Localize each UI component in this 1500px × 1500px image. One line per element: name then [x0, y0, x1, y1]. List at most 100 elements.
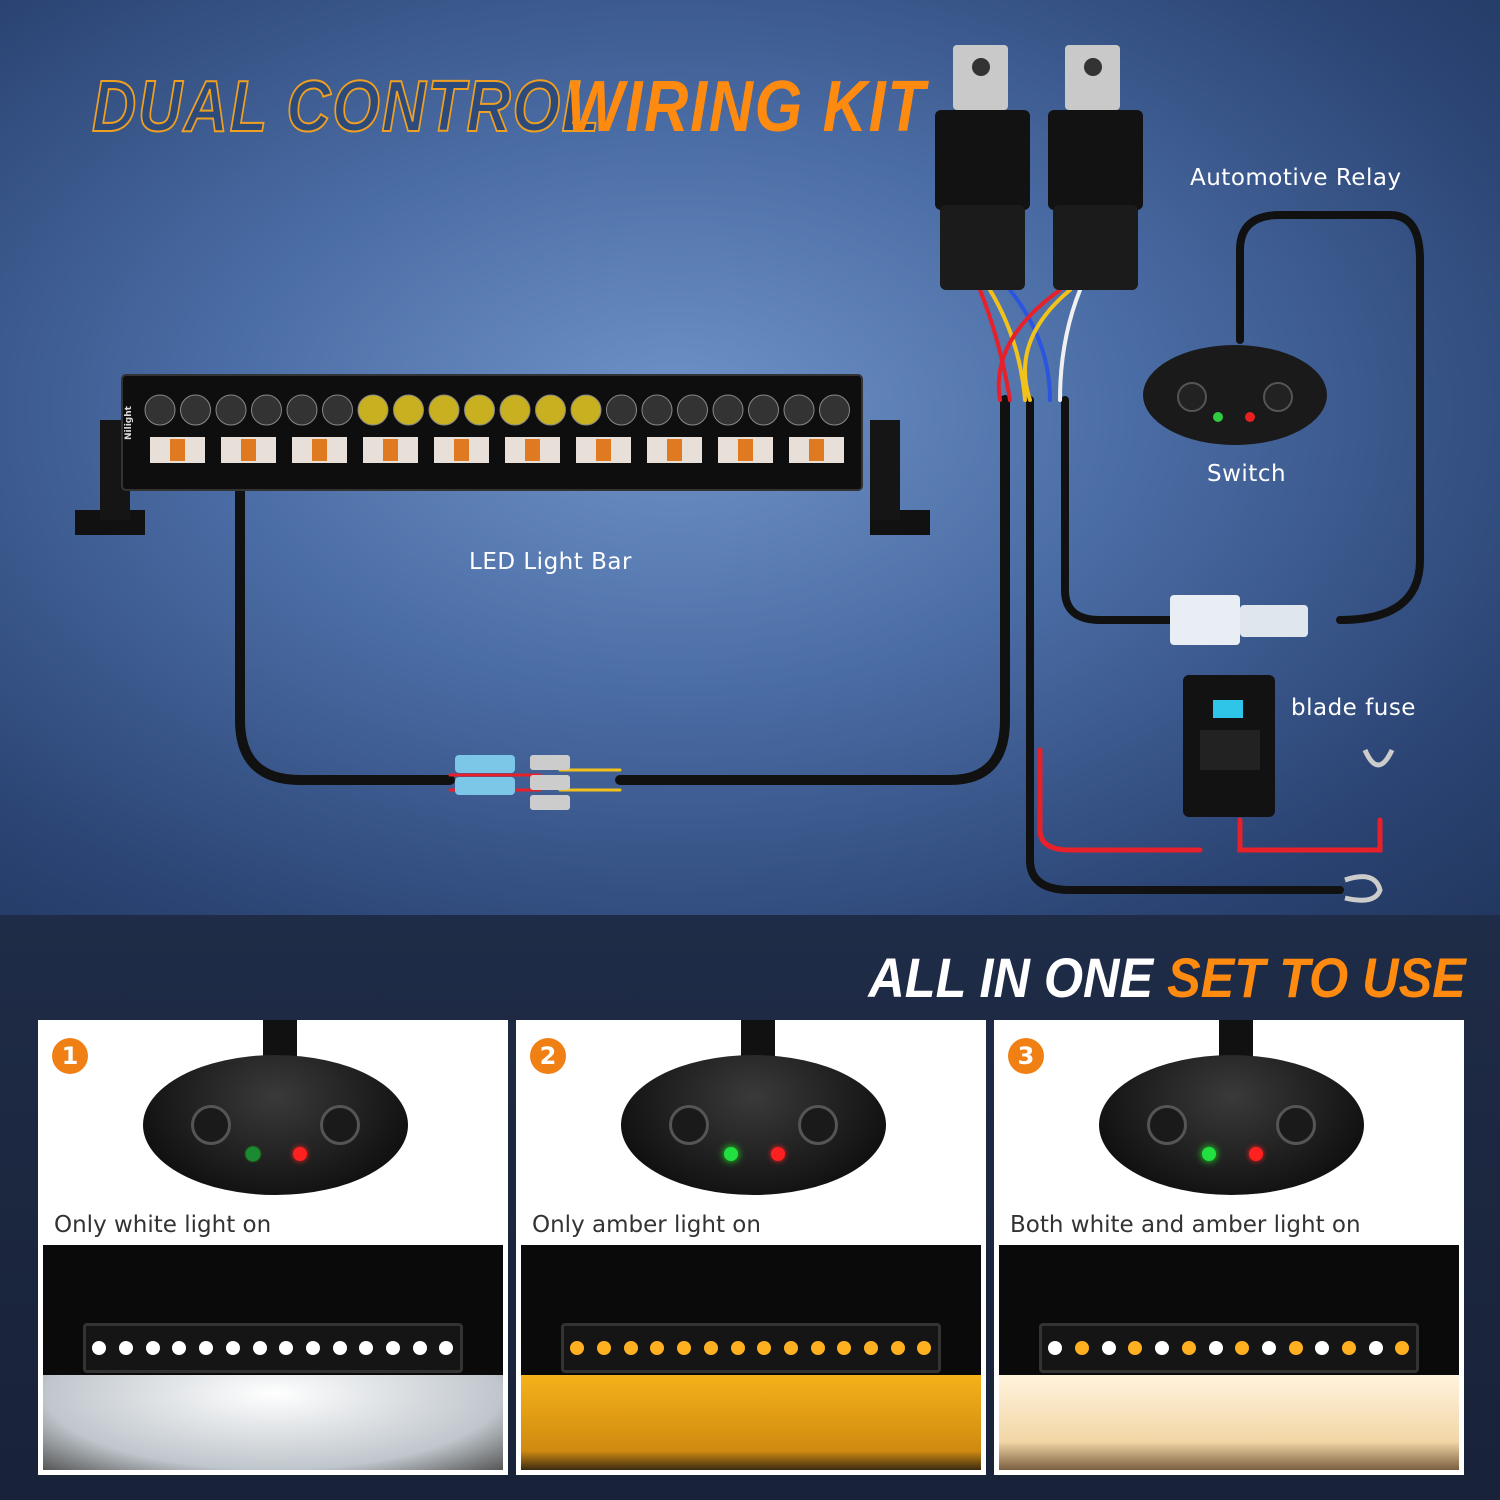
green-indicator-led: [724, 1147, 738, 1161]
green-indicator-led: [246, 1147, 260, 1161]
lens: [570, 394, 602, 426]
lens: [535, 394, 566, 426]
lens: [464, 394, 495, 426]
light-bar-photo: [521, 1245, 981, 1470]
lens: [641, 394, 673, 426]
bar-led: [757, 1341, 772, 1355]
amber-led-strip: [170, 439, 185, 461]
relay-to-bar-cable: [615, 395, 1010, 785]
light-bar-photo: [43, 1245, 503, 1470]
light-beam: [999, 1375, 1459, 1470]
bar-led: [703, 1341, 718, 1355]
lens: [393, 394, 424, 426]
bar-led: [1395, 1341, 1410, 1355]
bar-led: [199, 1341, 214, 1355]
bar-led: [730, 1341, 745, 1355]
lens: [357, 394, 389, 426]
lit-light-bar: [1039, 1323, 1419, 1373]
amber-led-strip: [738, 439, 753, 461]
switch-button-left[interactable]: [1147, 1105, 1187, 1145]
light-bar-cable: [235, 485, 455, 785]
bar-led: [1075, 1341, 1090, 1355]
switch-button-right[interactable]: [1276, 1105, 1316, 1145]
lens: [251, 394, 282, 426]
mode-caption: Only amber light on: [532, 1212, 761, 1238]
bar-led: [837, 1341, 852, 1355]
switch-button-left[interactable]: [669, 1105, 709, 1145]
bar-led: [252, 1341, 267, 1355]
bar-led: [1128, 1341, 1143, 1355]
relay-wire: [1008, 288, 1052, 402]
amber-led-strip: [525, 439, 540, 461]
lit-light-bar: [561, 1323, 941, 1373]
bar-led: [917, 1341, 932, 1355]
amber-led-strip: [667, 439, 682, 461]
bar-led: [1288, 1341, 1303, 1355]
bar-led: [1208, 1341, 1223, 1355]
title-fill: WIRING KIT: [566, 67, 927, 147]
light-beam: [43, 1375, 503, 1470]
lens: [428, 394, 460, 426]
light-bar-label: LED Light Bar: [469, 549, 632, 575]
subtitle: ALL IN ONE SET TO USE: [869, 945, 1466, 1010]
amber-led-strip: [383, 439, 398, 461]
amber-led-strip: [241, 439, 256, 461]
mode-caption: Both white and amber light on: [1010, 1212, 1361, 1238]
step-number: 1: [52, 1038, 88, 1074]
bar-led: [597, 1341, 612, 1355]
light-bar-photo: [999, 1245, 1459, 1470]
lens: [180, 394, 211, 426]
step-number: 3: [1008, 1038, 1044, 1074]
red-indicator-led: [293, 1147, 307, 1161]
amber-led-strip: [454, 439, 469, 461]
bar-led: [890, 1341, 905, 1355]
switch-pad: [1143, 345, 1327, 445]
amber-led-strip: [596, 439, 611, 461]
bar-led: [1048, 1341, 1063, 1355]
switch-pad: [1099, 1055, 1364, 1195]
relay-wire: [988, 288, 1027, 402]
bar-led: [677, 1341, 692, 1355]
lens: [748, 394, 779, 426]
switch-button-left[interactable]: [191, 1105, 231, 1145]
subtitle-orange: SET TO USE: [1167, 946, 1466, 1009]
lens: [215, 394, 247, 426]
switch-button-right[interactable]: [320, 1105, 360, 1145]
green-indicator-led: [1202, 1147, 1216, 1161]
bar-led: [225, 1341, 240, 1355]
mode-panel-2: 2 Only amber light on: [516, 1020, 986, 1475]
mode-panel-1: 1 Only white light on: [38, 1020, 508, 1475]
bar-led: [1315, 1341, 1330, 1355]
bar-led: [119, 1341, 134, 1355]
red-indicator-led: [1249, 1147, 1263, 1161]
switch-harness-cable: [1061, 396, 1174, 624]
led-light-bar: [75, 374, 930, 535]
bar-led: [1101, 1341, 1116, 1355]
relay-wire: [1058, 288, 1082, 402]
switch-pad: [143, 1055, 408, 1195]
ring-terminals: [1344, 748, 1395, 903]
relay-wire: [1023, 288, 1072, 402]
relay-wire: [996, 288, 1062, 402]
switch-button-right[interactable]: [798, 1105, 838, 1145]
bar-led: [1368, 1341, 1383, 1355]
bar-led: [145, 1341, 160, 1355]
bar-led: [92, 1341, 107, 1355]
relay-wire: [978, 288, 1012, 402]
lens: [499, 394, 531, 426]
lens: [677, 394, 708, 426]
wiring-diagram: [75, 45, 1424, 903]
switch-cord: [1219, 1020, 1253, 1058]
mode-caption: Only white light on: [54, 1212, 272, 1238]
step-number: 2: [530, 1038, 566, 1074]
bar-led: [386, 1341, 401, 1355]
harness-connector: [1170, 595, 1308, 645]
bar-led: [783, 1341, 798, 1355]
lens: [819, 394, 850, 426]
butt-connectors: [455, 755, 570, 810]
power-cable-red: [1037, 747, 1383, 853]
brand-logo: Nilight: [124, 406, 134, 440]
bar-led: [570, 1341, 585, 1355]
lens: [783, 394, 815, 426]
mode-panel-3: 3 Both white and amber light on: [994, 1020, 1464, 1475]
